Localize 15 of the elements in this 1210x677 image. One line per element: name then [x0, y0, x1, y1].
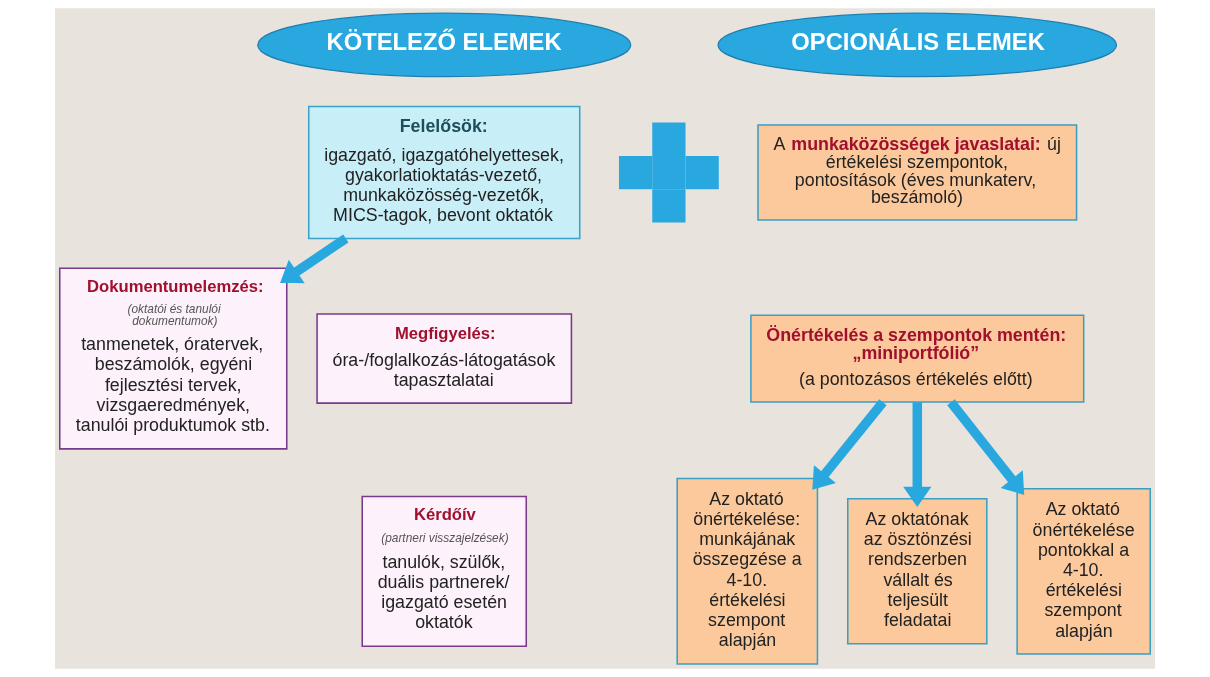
- arrow: [280, 234, 349, 284]
- node-box: Felelősök: igazgató, igazgatóhelyettesek, gyakorlatioktatás-vezető, munkaközösség-vezetők, MICS-tagok, bevont oktatók: [307, 105, 581, 240]
- node-box: Kérdőív (partneri visszajelzések) tanulók, szülők, duális partnerek/ igazgató esetén oktatók: [361, 495, 528, 647]
- arrow: [903, 402, 932, 507]
- node-box: Az oktatónak az ösztönzési rendszerben vállalt és teljesült feladatai: [847, 498, 988, 645]
- node-ellipse: OPCIONÁLIS ELEMEK: [717, 12, 1118, 78]
- node-box: Az oktató önértékelése: munkájának összegzése a 4-10. értékelési szempont alapján: [676, 477, 819, 665]
- node-box: Önértékelés a szempontok mentén: „miniportfólió” (a pontozásos értékelés előtt): [750, 314, 1085, 403]
- arrow: [947, 399, 1025, 495]
- node-ellipse: KÖTELEZŐ ELEMEK: [257, 12, 632, 78]
- node-box: Megfigyelés: óra-/foglalkozás-látogatások tapasztalatai: [316, 313, 573, 404]
- node-box: A munkaközösségek javaslatai: új értékelési szempontok, pontosítások (éves munkaterv, beszámoló): [757, 124, 1078, 221]
- node-box: Dokumentumelemzés: (oktatói és tanulói dokumentumok) tanmenetek, óratervek, beszámolók, egyéni fejlesztési tervek, vizsgaeredmények, tanulói produktumok stb.: [58, 267, 288, 450]
- node-box: Az oktató önértékelése pontokkal a 4-10. értékelési szempont alapján: [1016, 487, 1152, 655]
- arrow: [812, 399, 887, 490]
